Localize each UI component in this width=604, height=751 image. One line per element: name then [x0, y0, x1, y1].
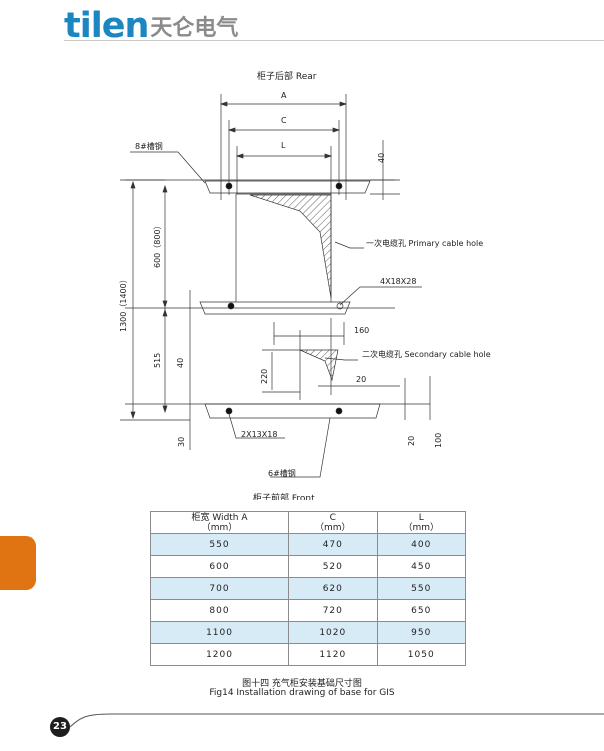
- secondary-hole-label: 二次电缆孔 Secondary cable hole: [362, 349, 491, 359]
- table-cell: 550: [376, 577, 467, 600]
- dim-a: A: [281, 91, 287, 100]
- table-cell: 1120: [288, 643, 378, 666]
- table-cell: 550: [149, 533, 290, 556]
- table-cell: 1200: [149, 643, 290, 666]
- table-cell: 600: [149, 555, 290, 578]
- header-width-a-line1: 柜宽 Width A: [191, 512, 248, 523]
- dim-160: 160: [354, 326, 369, 335]
- figure-caption-cn: 图十四 充气柜安装基础尺寸图: [242, 679, 362, 689]
- front-title: 柜子前部 Front: [253, 492, 315, 500]
- dim-220: 220: [260, 369, 269, 384]
- page-number: 23: [50, 717, 70, 737]
- dim-l: L: [281, 141, 286, 150]
- table-cell: 800: [149, 599, 290, 622]
- table-cell: 450: [376, 555, 467, 578]
- side-section-tab: [0, 536, 36, 590]
- hole-2x13x18-label: 2X13X18: [241, 430, 277, 439]
- table-cell: 650: [376, 599, 467, 622]
- dim-30: 30: [177, 437, 186, 447]
- table-cell: 620: [288, 577, 378, 600]
- header-width-a: 柜宽 Width A（mm）: [149, 511, 290, 534]
- table-cell: 520: [288, 555, 378, 578]
- table-cell: 1020: [288, 621, 378, 644]
- hole-4x18x28-label: 4X18X28: [380, 277, 416, 286]
- dim-515: 515: [153, 353, 162, 368]
- table-cell: 1050: [376, 643, 467, 666]
- dim-20-mid: 20: [356, 375, 366, 384]
- brand-logo: tilen 天仑电气: [64, 8, 238, 44]
- table-cell: 720: [288, 599, 378, 622]
- base-installation-drawing: 柜子后部 Rear A C L 40 8#槽钢: [119, 70, 491, 500]
- table-cell: 700: [149, 577, 290, 600]
- dim-40-top: 40: [377, 153, 386, 163]
- header-divider: [64, 40, 604, 41]
- logo-chinese-text: 天仑电气: [150, 16, 239, 41]
- header-c-unit: （mm）: [315, 522, 351, 533]
- rear-title: 柜子后部 Rear: [257, 70, 317, 82]
- dim-20-bottom: 20: [407, 436, 416, 446]
- table-cell: 950: [376, 621, 467, 644]
- header-l-unit: （mm）: [403, 522, 440, 533]
- channel-8-label: 8#槽钢: [135, 141, 163, 151]
- primary-hole-label: 一次电缆孔 Primary cable hole: [366, 238, 483, 248]
- figure-caption-en: Fig14 Installation drawing of base for G…: [209, 688, 395, 698]
- dim-c: C: [281, 116, 287, 125]
- dim-600: 600（800）: [153, 221, 162, 268]
- header-l-line1: L: [418, 512, 424, 523]
- table-cell: 400: [376, 533, 467, 556]
- table-cell: 1100: [149, 621, 290, 644]
- header-c-line1: C: [329, 512, 336, 523]
- dim-100: 100: [434, 433, 443, 448]
- header-width-a-unit: （mm）: [201, 522, 238, 533]
- footer-rule: [69, 713, 604, 728]
- dim-40-left: 40: [176, 358, 185, 368]
- table-header-row: 柜宽 Width A（mm） C（mm） L（mm）: [149, 511, 467, 534]
- logo-latin-text: tilen: [64, 6, 149, 46]
- dim-1300: 1300（1400）: [119, 275, 128, 332]
- header-c: C（mm）: [288, 511, 378, 534]
- header-l: L（mm）: [376, 511, 467, 534]
- channel-6-label: 6#槽钢: [268, 468, 296, 478]
- table-cell: 470: [288, 533, 378, 556]
